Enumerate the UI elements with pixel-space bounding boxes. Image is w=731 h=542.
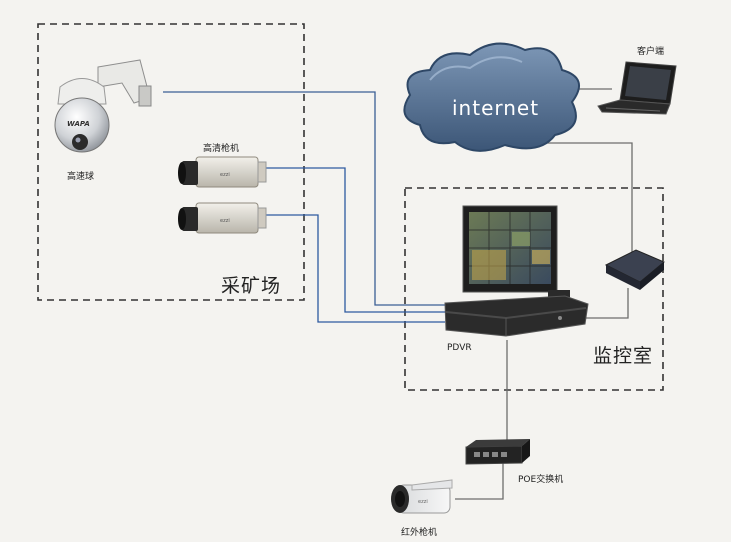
internet-cloud bbox=[403, 42, 581, 152]
pdvr-label: PDVR bbox=[447, 343, 472, 353]
hd-camera-2: ezzi bbox=[178, 202, 267, 234]
svg-text:ezzi: ezzi bbox=[220, 172, 230, 178]
cable-poe-ircam bbox=[455, 462, 504, 500]
svg-text:ezzi: ezzi bbox=[418, 499, 428, 505]
cable-pdvr-router bbox=[586, 288, 629, 319]
router-device bbox=[604, 249, 665, 290]
monitor-room-label: 监控室 bbox=[593, 345, 654, 367]
poe-switch-label: POE交换机 bbox=[518, 475, 564, 485]
internet-label: internet bbox=[452, 96, 540, 120]
ir-camera-device: ezzi bbox=[391, 479, 453, 514]
laptop-icon bbox=[597, 61, 677, 115]
ir-camera-label: 红外枪机 bbox=[401, 528, 438, 538]
cable-lines bbox=[163, 88, 633, 500]
pdvr-device bbox=[444, 295, 589, 337]
dome-logo: WAPA bbox=[67, 120, 90, 128]
cable-hdcam1-pdvr bbox=[266, 167, 445, 313]
hd-camera-1: ezzi bbox=[178, 156, 267, 188]
monitor-room-zone bbox=[404, 187, 664, 391]
mine-site-zone bbox=[37, 23, 305, 301]
monitor-icon bbox=[462, 205, 570, 298]
cable-hdcam2-pdvr bbox=[266, 214, 445, 323]
speed-dome-camera: WAPA bbox=[54, 59, 152, 153]
client-label: 客户端 bbox=[637, 47, 665, 57]
cable-dome-pdvr bbox=[163, 91, 445, 306]
svg-text:ezzi: ezzi bbox=[220, 218, 230, 224]
poe-switch-device bbox=[465, 439, 530, 465]
hd-camera-label: 高清枪机 bbox=[203, 144, 240, 154]
cable-router-client bbox=[540, 142, 633, 255]
mine-site-label: 采矿场 bbox=[221, 275, 282, 297]
speed-dome-label: 高速球 bbox=[67, 172, 95, 182]
